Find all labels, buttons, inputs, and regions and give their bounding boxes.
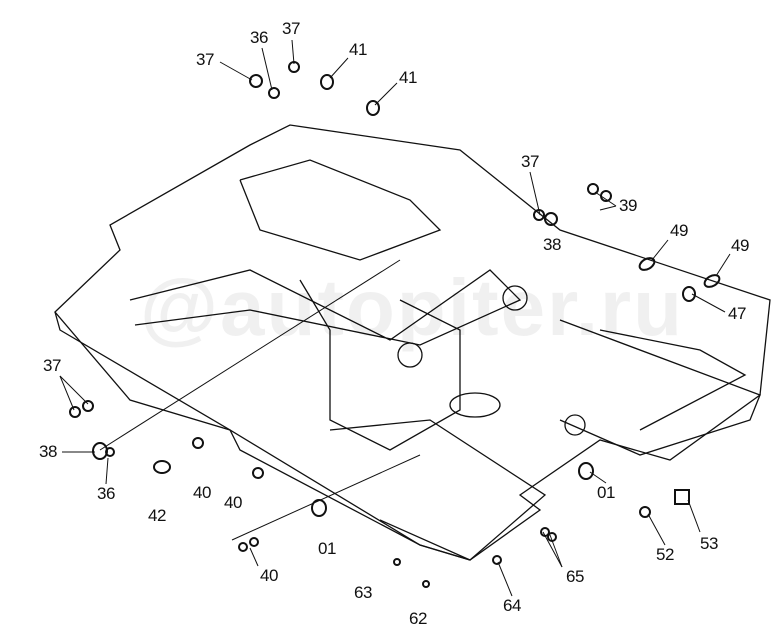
callout-label: 53	[700, 534, 718, 553]
callout-label: 36	[97, 484, 115, 503]
swing-ring	[449, 392, 501, 418]
callout-label: 49	[670, 221, 688, 240]
callout-label: 37	[521, 152, 539, 171]
callout-label: 65	[566, 567, 584, 586]
callout-label: 64	[503, 596, 521, 615]
track-frame-left	[329, 419, 547, 561]
callout-label: 38	[39, 442, 57, 461]
callout-label: 39	[619, 196, 637, 215]
right-cross-frame	[599, 329, 747, 431]
left-rail	[54, 311, 471, 561]
boom-arm	[129, 269, 522, 346]
callout-label: 47	[728, 304, 746, 323]
callout-label: 63	[354, 583, 372, 602]
callout-label: 52	[656, 545, 674, 564]
callout-label: 37	[282, 19, 300, 38]
callout-label: 01	[597, 483, 615, 502]
callout-label: 49	[731, 236, 749, 255]
callout-label: 40	[260, 566, 278, 585]
callout-label: 37	[43, 356, 61, 375]
callout-label: 62	[409, 609, 427, 628]
callout-label: 40	[224, 493, 242, 512]
callout-label: 41	[399, 68, 417, 87]
pivot	[564, 414, 586, 436]
callout-label: 36	[250, 28, 268, 47]
callout-label: 01	[318, 539, 336, 558]
panel	[239, 159, 442, 261]
callout-label: 41	[349, 40, 367, 59]
callout-label: 37	[196, 50, 214, 69]
pivot	[397, 342, 423, 368]
callout-label: 40	[193, 483, 211, 502]
watermark: @autopiter.ru	[140, 263, 685, 352]
callout-label: 38	[543, 235, 561, 254]
right-track-frame	[559, 319, 761, 456]
pivot	[502, 285, 528, 311]
leader-lines	[59, 39, 731, 597]
rings	[69, 61, 721, 588]
center-box	[299, 279, 461, 451]
callout-label: 42	[148, 506, 166, 525]
frame-outline	[54, 124, 771, 561]
